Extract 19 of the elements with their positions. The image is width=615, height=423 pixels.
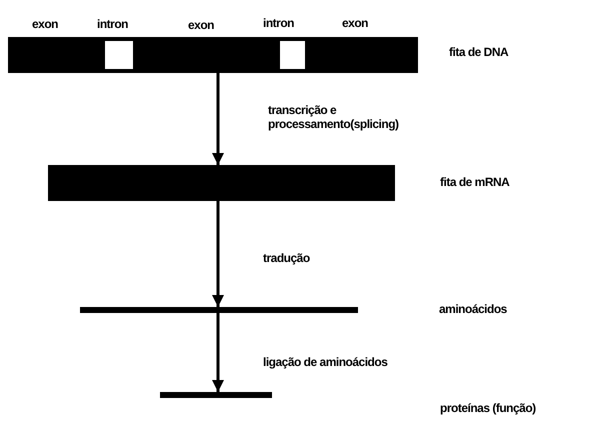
segment-label: exon xyxy=(342,16,368,30)
arrow xyxy=(212,73,224,165)
strand-bar xyxy=(48,165,395,201)
strand-caption: fita de DNA xyxy=(449,45,508,59)
segment-label: exon xyxy=(188,18,214,32)
strand-bar xyxy=(8,37,418,73)
strand-bar xyxy=(160,392,272,398)
segment-label: aminoácidos xyxy=(439,302,507,316)
strand-bar xyxy=(80,307,358,313)
strand-caption: fita de mRNA xyxy=(440,175,510,189)
edge-label: transcrição e processamento(splicing) xyxy=(268,103,400,131)
arrow xyxy=(212,201,224,307)
segment-label: proteínas (função) xyxy=(440,401,536,415)
edge-label: ligação de aminoácidos xyxy=(263,355,388,369)
edge-label: tradução xyxy=(263,251,311,265)
arrow xyxy=(212,313,224,392)
segment-label: intron xyxy=(263,16,294,30)
segment-label: exon xyxy=(32,17,58,31)
segment-label: intron xyxy=(97,17,128,31)
